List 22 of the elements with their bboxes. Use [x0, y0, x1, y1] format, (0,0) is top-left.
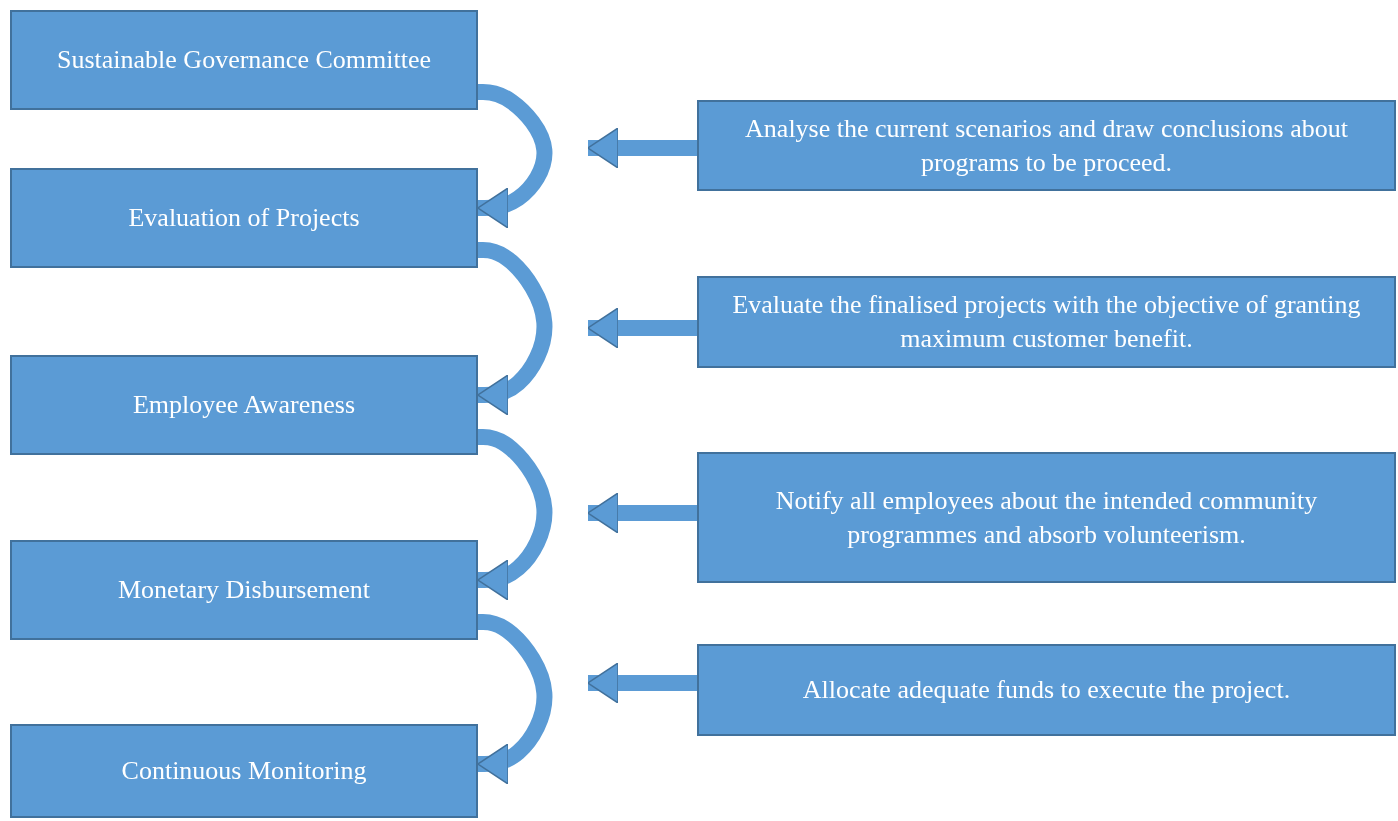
box-text: Evaluation of Projects	[128, 202, 360, 235]
process-box	[10, 355, 478, 455]
process-box	[697, 276, 1396, 368]
block-arrow	[587, 492, 697, 534]
box-text: Notify all employees about the intended community programmes and absorb volunteerism.	[774, 484, 1319, 551]
process-box	[10, 168, 478, 268]
process-box	[697, 452, 1396, 583]
block-arrow	[587, 127, 697, 169]
box-text: Continuous Monitoring	[121, 755, 367, 788]
box-text: Monetary Disbursement	[118, 574, 370, 607]
box-text: Sustainable Governance Committee	[57, 44, 431, 77]
process-box	[10, 724, 478, 818]
process-box	[697, 100, 1396, 191]
box-text: Employee Awareness	[132, 389, 356, 422]
box-text: Allocate adequate funds to execute the project.	[802, 674, 1291, 707]
process-box	[10, 10, 478, 110]
block-arrow	[587, 307, 697, 349]
block-arrow	[587, 662, 697, 704]
process-box	[10, 540, 478, 640]
box-text: Analyse the current scenarios and draw conclusions about programs to be proceed.	[744, 112, 1349, 179]
process-box	[697, 644, 1396, 736]
box-text: Evaluate the finalised projects with the objective of granting maximum customer benefit.	[731, 289, 1362, 355]
